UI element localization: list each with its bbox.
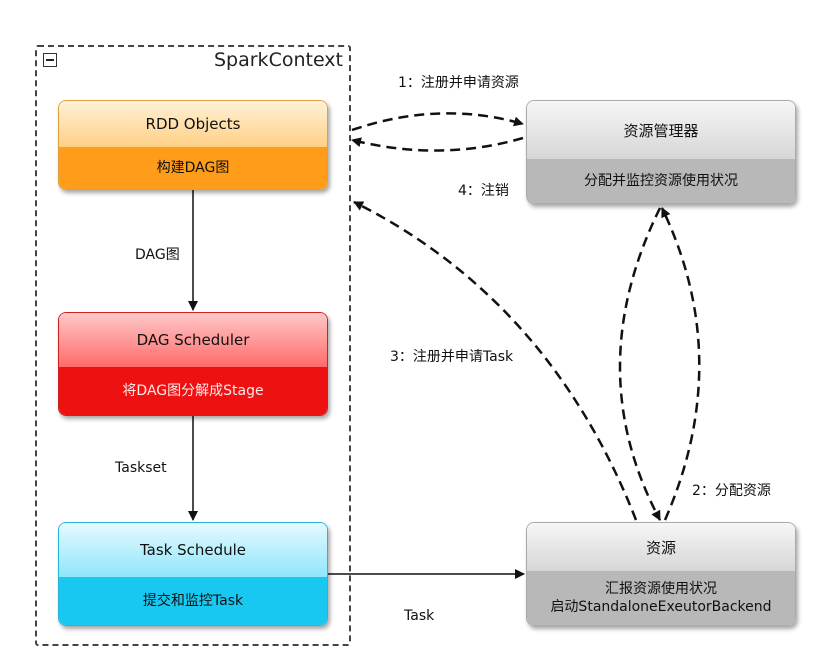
node-task-schedule: Task Schedule 提交和监控Task: [58, 522, 328, 626]
node-rdd-desc: 构建DAG图: [59, 147, 327, 189]
edge-label-step3: 3：注册并申请Task: [390, 349, 514, 365]
edge-label-step1: 1：注册并申请资源: [398, 75, 519, 91]
arrow-step2-allocate: [618, 207, 662, 521]
node-resource-desc: 汇报资源使用状况 启动StandaloneExeutorBackend: [527, 571, 795, 625]
arrow-step1-register: [351, 112, 524, 132]
node-resource-desc-line1: 汇报资源使用状况: [605, 581, 717, 597]
spark-context-container: SparkContext: [35, 45, 351, 646]
node-resource-manager-desc: 分配并监控资源使用状况: [527, 159, 795, 203]
collapse-icon[interactable]: [43, 53, 57, 67]
node-resource-desc-line2: 启动StandaloneExeutorBackend: [550, 599, 772, 615]
node-rdd-objects: RDD Objects 构建DAG图: [58, 100, 328, 190]
edge-label-step2: 2：分配资源: [692, 483, 771, 499]
node-rdd-title: RDD Objects: [59, 101, 327, 147]
node-dag-scheduler-desc: 将DAG图分解成Stage: [59, 367, 327, 415]
arrow-resource-report: [660, 207, 701, 521]
arrow-step3-register-task: [353, 200, 638, 521]
node-resource-manager: 资源管理器 分配并监控资源使用状况: [526, 100, 796, 204]
node-resource-manager-title: 资源管理器: [527, 101, 795, 159]
node-resource-title: 资源: [527, 523, 795, 571]
edge-label-step4: 4：注销: [458, 183, 509, 199]
node-task-schedule-title: Task Schedule: [59, 523, 327, 577]
container-title: SparkContext: [213, 49, 343, 71]
node-dag-scheduler-title: DAG Scheduler: [59, 313, 327, 367]
arrow-step4-unregister: [351, 136, 524, 152]
node-task-schedule-desc: 提交和监控Task: [59, 577, 327, 625]
edge-label-dag-graph: DAG图: [135, 247, 180, 263]
node-dag-scheduler: DAG Scheduler 将DAG图分解成Stage: [58, 312, 328, 416]
node-resource: 资源 汇报资源使用状况 启动StandaloneExeutorBackend: [526, 522, 796, 626]
edge-label-task: Task: [404, 608, 435, 624]
edge-label-taskset: Taskset: [115, 460, 167, 476]
